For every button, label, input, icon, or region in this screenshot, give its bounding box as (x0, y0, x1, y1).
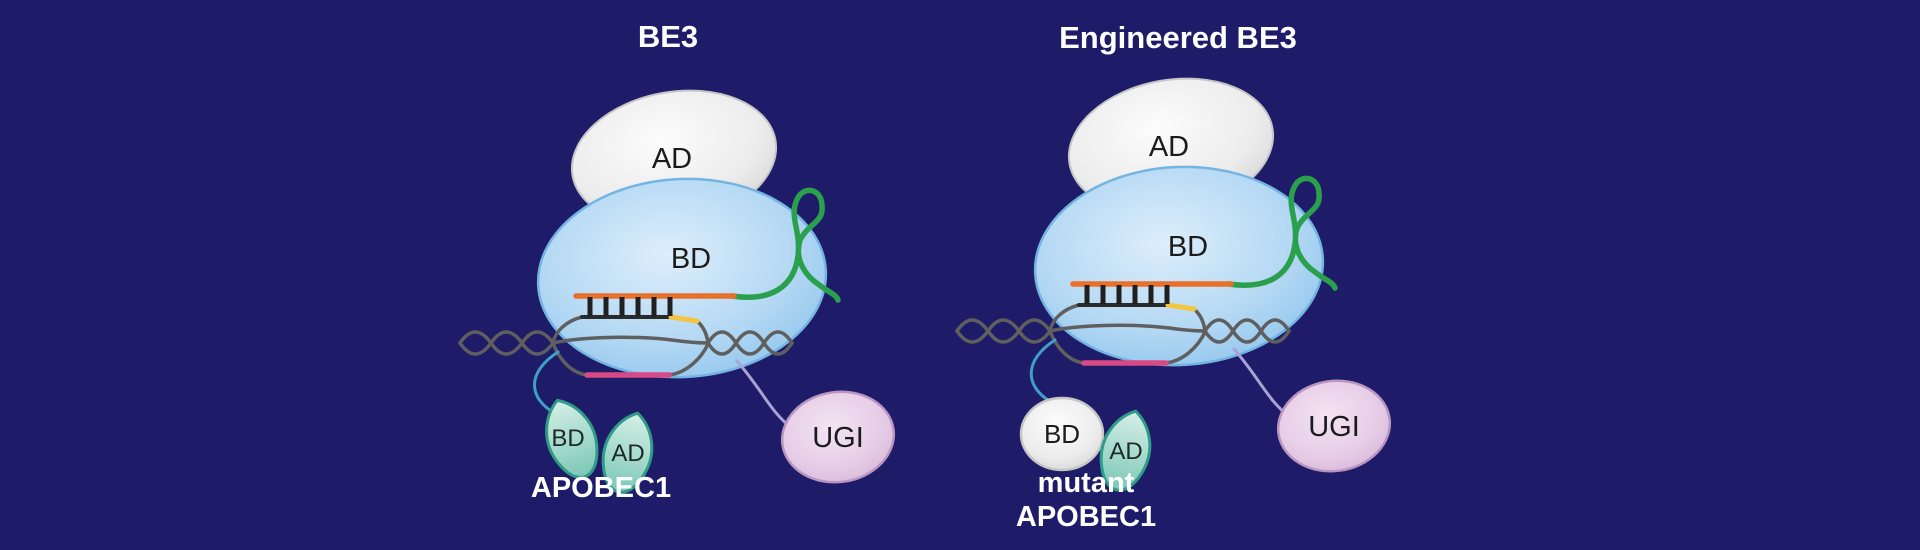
pam-segment (1165, 302, 1197, 312)
target-strand-left-link (1048, 303, 1081, 332)
cas9-bd-body (1033, 165, 1325, 367)
dna-strand-middle (551, 335, 710, 345)
bd-body-label: BD (671, 243, 711, 275)
apobec1-linker (1029, 338, 1057, 404)
dna-helix (955, 303, 1291, 365)
mutant-bd-lobe (1019, 396, 1105, 472)
apobec1-bd-label: BD (551, 425, 584, 452)
cas9-bd-body (536, 177, 828, 379)
ugi-label: UGI (1308, 411, 1360, 443)
dna-strand-middle (1048, 323, 1207, 333)
apobec1-caption: APOBEC1 (531, 472, 671, 504)
dna-strand-right-b (706, 330, 794, 356)
dna-strand-left-b (955, 318, 1052, 344)
dna-strand-left-b (458, 330, 555, 356)
mutant-caption-line1: mutant (1038, 467, 1135, 499)
panel-title: BE3 (638, 19, 698, 54)
ad-lobe-label: AD (652, 143, 692, 175)
bd-body-label: BD (1168, 231, 1208, 263)
displaced-strand-left-link (551, 341, 589, 377)
dna-strand-right-a (1203, 318, 1291, 344)
dna-strand-right-b (1203, 318, 1291, 344)
ugi-linker (1232, 347, 1292, 419)
apobec1-ad-label: AD (611, 440, 644, 467)
pam-segment (668, 314, 700, 324)
base-pairing-ticks (1084, 285, 1170, 304)
dna-helix (458, 315, 794, 377)
ugi-ellipse (1276, 379, 1392, 473)
ad-lobe-label: AD (1149, 131, 1189, 163)
sgrna-scaffold-curl (1226, 175, 1338, 291)
panel-engineered-be3: Engineered BE3 BD AD UGI (955, 20, 1392, 533)
mutant-caption-line2: APOBEC1 (1016, 501, 1156, 533)
dna-strand-left-a (955, 318, 1052, 344)
apobec1-ad-label: AD (1109, 438, 1142, 465)
dna-strand-left-a (458, 330, 555, 356)
base-pairing-ticks (587, 297, 673, 316)
displaced-strand-right-link (1164, 330, 1207, 365)
displaced-strand-left-link (1048, 329, 1086, 365)
displaced-strand-right-link (667, 342, 710, 377)
ugi-label: UGI (812, 422, 864, 454)
panel-title: Engineered BE3 (1059, 20, 1297, 55)
dna-strand-right-a (706, 330, 794, 356)
sgrna-scaffold-curl (729, 187, 841, 303)
ugi-linker (735, 359, 795, 431)
apobec1-linker (533, 350, 560, 416)
panel-be3: BE3 BD AD UGI (458, 19, 896, 504)
target-strand-left-link (551, 315, 584, 344)
ugi-ellipse (780, 390, 896, 484)
mutant-bd-label: BD (1044, 419, 1080, 449)
